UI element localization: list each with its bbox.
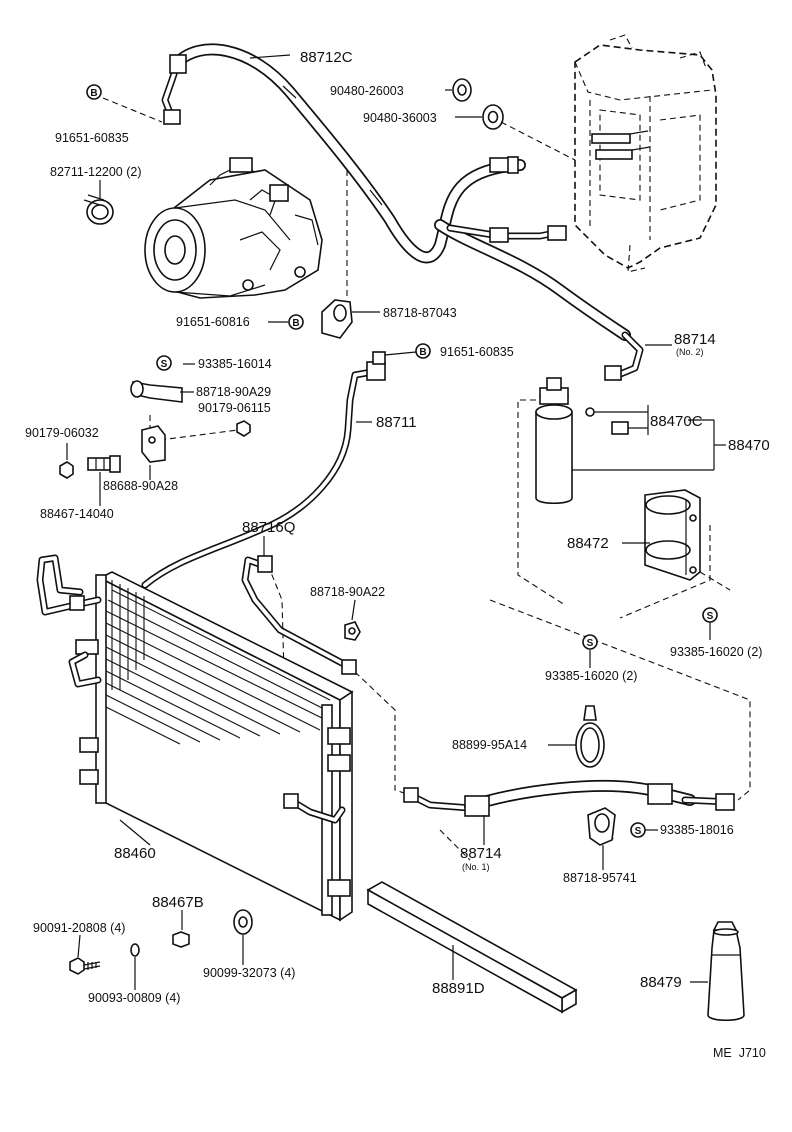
mark-s-1: S <box>156 355 172 371</box>
label-93385-16020-a: 93385-16020 (2) <box>670 645 762 659</box>
diagram-code: ME J710 <box>713 1046 766 1060</box>
label-90099-32073: 90099-32073 (4) <box>203 966 295 980</box>
grommet-90480-36003 <box>482 104 504 130</box>
evaporator-unit <box>574 34 717 273</box>
part-labels: 88712C 90480-26003 90480-36003 91651-608… <box>25 49 770 1060</box>
condenser-inlet-pipe <box>36 554 102 688</box>
label-88479: 88479 <box>640 974 682 991</box>
discharge-hose-88714-no1 <box>403 780 735 817</box>
label-88688-90a28: 88688-90A28 <box>103 479 178 493</box>
suction-hose-88712c <box>161 43 526 264</box>
bracket-88718-87043 <box>321 170 353 339</box>
tube-88716q <box>241 555 357 824</box>
bolt-90091-20808 <box>69 957 101 975</box>
mark-b-2: B <box>288 314 304 330</box>
label-88460: 88460 <box>114 845 156 862</box>
svg-text:B: B <box>419 347 426 358</box>
label-88714-no1-sub: (No. 1) <box>462 862 490 872</box>
mark-b-3: B <box>415 343 431 359</box>
leader-grommet <box>500 121 576 161</box>
label-91651-60835-top: 91651-60835 <box>55 131 129 145</box>
label-93385-18016: 93385-18016 <box>660 823 734 837</box>
label-88712c: 88712C <box>300 49 353 66</box>
receiver-dryer <box>535 377 649 505</box>
label-90093-00809: 90093-00809 (4) <box>88 991 180 1005</box>
label-88718-90a29: 88718-90A29 <box>196 385 271 399</box>
label-82711-12200: 82711-12200 (2) <box>50 165 142 179</box>
nut-90179-06032 <box>59 461 74 479</box>
svg-text:S: S <box>587 638 594 649</box>
mark-s-4: S <box>630 822 646 838</box>
leader-lines <box>66 54 726 990</box>
label-88891d: 88891D <box>432 980 485 997</box>
label-88714-no2: 88714 <box>674 331 716 348</box>
label-88718-95741: 88718-95741 <box>563 871 637 885</box>
mark-s-3: S <box>582 634 598 650</box>
label-88714-no2-sub: (No. 2) <box>676 347 704 357</box>
label-88711: 88711 <box>376 414 417 431</box>
label-88470: 88470 <box>728 437 770 454</box>
condenser-88460 <box>75 571 354 922</box>
receiver-bracket-88472 <box>644 489 701 581</box>
label-90091-20808: 90091-20808 (4) <box>33 921 125 935</box>
cushion-90099-32073 <box>233 909 253 935</box>
compressor <box>144 157 323 299</box>
liquid-tube-88711 <box>141 351 386 589</box>
label-88467b: 88467B <box>152 894 204 911</box>
label-88716q: 88716Q <box>242 519 295 536</box>
label-93385-16020-b: 93385-16020 (2) <box>545 669 637 683</box>
label-90179-06115: 90179-06115 <box>198 401 271 415</box>
label-88467-14040: 88467-14040 <box>40 507 114 521</box>
hose-clamp-88899-95a14 <box>575 705 605 768</box>
svg-text:B: B <box>292 318 299 329</box>
label-88714-no1: 88714 <box>460 845 502 862</box>
label-88718-87043: 88718-87043 <box>383 306 457 320</box>
label-93385-16014: 93385-16014 <box>198 357 272 371</box>
pressure-switch-88467-14040 <box>87 455 121 473</box>
label-90179-06032: 90179-06032 <box>25 426 99 440</box>
mark-s-2: S <box>702 607 718 623</box>
label-88718-90a22: 88718-90A22 <box>310 585 385 599</box>
bracket-88688-90a28 <box>141 425 166 463</box>
grommet-88467b <box>172 931 190 948</box>
svg-text:S: S <box>161 359 168 370</box>
svg-text:S: S <box>707 611 714 622</box>
hose-clamp-82711 <box>83 194 114 225</box>
label-88470c: 88470C <box>650 413 703 430</box>
label-91651-60835-mid: 91651-60835 <box>440 345 514 359</box>
oil-bottle-88479 <box>707 921 745 1022</box>
bracket-88718-95741 <box>587 807 616 846</box>
label-90480-26003: 90480-26003 <box>330 84 404 98</box>
label-91651-60816: 91651-60816 <box>176 315 250 329</box>
washer-90093-00809 <box>130 943 140 957</box>
svg-text:S: S <box>635 826 642 837</box>
label-90480-36003: 90480-36003 <box>363 111 437 125</box>
nut-90179-06115 <box>236 420 251 437</box>
discharge-hose-88714-no2 <box>434 219 644 381</box>
bracket-88718-90a29 <box>130 380 183 403</box>
grommet-90480-26003 <box>452 78 472 102</box>
mark-b-1: B <box>86 84 102 100</box>
svg-text:B: B <box>90 88 97 99</box>
label-88899-95a14: 88899-95A14 <box>452 738 527 752</box>
bracket-88718-90a22 <box>344 621 361 641</box>
label-88472: 88472 <box>567 535 609 552</box>
seal-88891d <box>366 881 578 1014</box>
